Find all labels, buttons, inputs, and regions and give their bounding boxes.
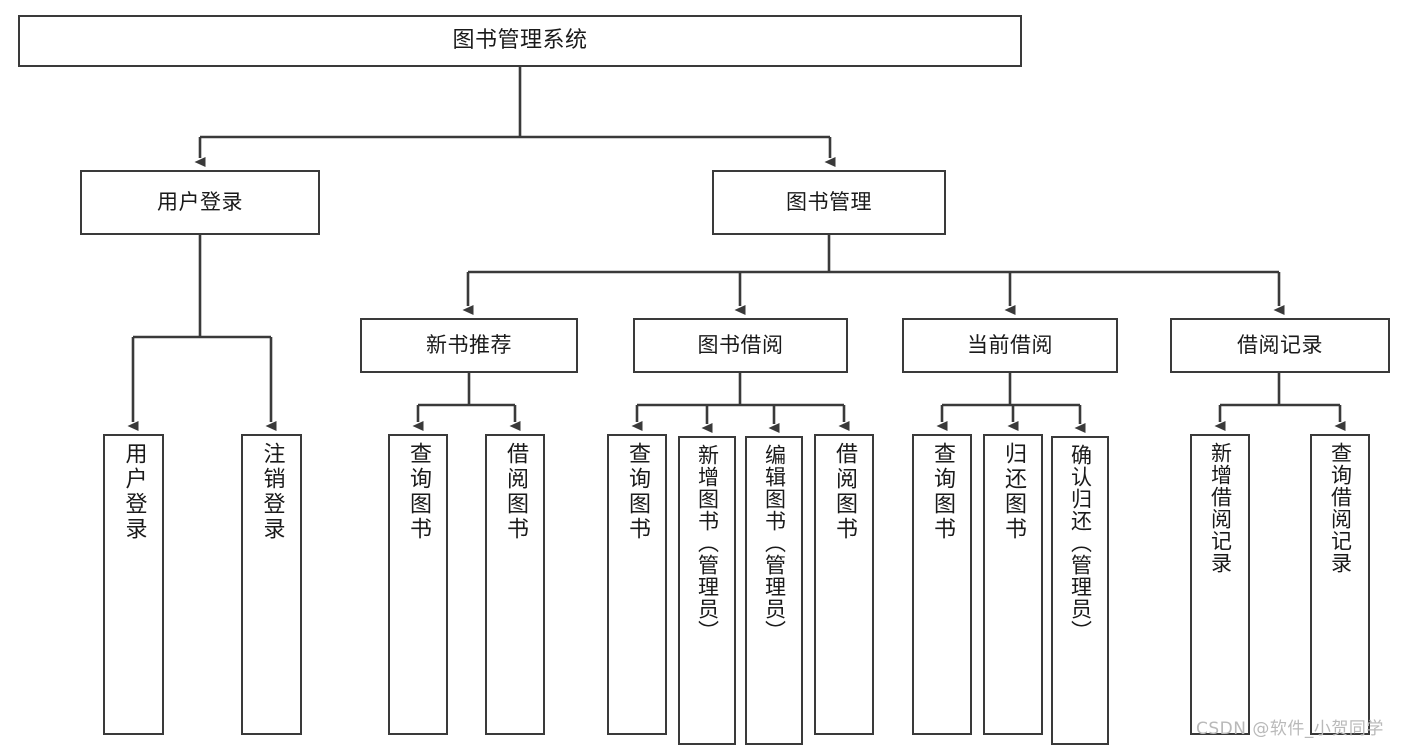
level2-node-借阅记录[interactable]: 借阅记录 (1170, 318, 1390, 373)
root-node-图书管理系统[interactable]: 图书管理系统 (18, 15, 1022, 67)
leaf-node-借阅图书[interactable]: 借阅图书 (485, 434, 545, 735)
leaf-node-新增图书管理员[interactable]: 新增图书（管理员） (678, 436, 736, 745)
leaf-node-新增借阅记录[interactable]: 新增借阅记录 (1190, 434, 1250, 735)
node-label: 新增借阅记录 (1208, 442, 1233, 574)
node-label: 编辑图书（管理员） (762, 444, 787, 642)
leaf-node-用户登录[interactable]: 用户登录 (103, 434, 164, 735)
leaf-node-查询借阅记录[interactable]: 查询借阅记录 (1310, 434, 1370, 735)
leaf-node-归还图书[interactable]: 归还图书 (983, 434, 1043, 735)
level2-node-当前借阅[interactable]: 当前借阅 (902, 318, 1118, 373)
node-label: 新增图书（管理员） (695, 444, 720, 642)
level2-node-新书推荐[interactable]: 新书推荐 (360, 318, 578, 373)
leaf-node-编辑图书管理员[interactable]: 编辑图书（管理员） (745, 436, 803, 745)
node-label: 查询图书 (930, 442, 955, 542)
node-label: 用户登录 (157, 190, 243, 215)
node-label: 查询图书 (625, 442, 650, 542)
node-label: 归还图书 (1001, 442, 1026, 542)
node-label: 图书借阅 (697, 333, 784, 358)
leaf-node-查询图书[interactable]: 查询图书 (912, 434, 972, 735)
level1-node-图书管理[interactable]: 图书管理 (712, 170, 946, 235)
csdn-watermark: CSDN @软件_小贺同学 (1196, 719, 1384, 739)
node-label: 当前借阅 (967, 333, 1053, 358)
leaf-node-查询图书[interactable]: 查询图书 (388, 434, 448, 735)
node-label: 图书管理 (786, 190, 872, 215)
leaf-node-查询图书[interactable]: 查询图书 (607, 434, 667, 735)
node-label: 借阅记录 (1237, 333, 1323, 358)
node-label: 注销登录 (259, 442, 285, 542)
node-label: 用户登录 (121, 442, 147, 542)
level1-node-用户登录[interactable]: 用户登录 (80, 170, 320, 235)
node-label: 借阅图书 (503, 442, 528, 542)
leaf-node-注销登录[interactable]: 注销登录 (241, 434, 302, 735)
node-label: 图书管理系统 (452, 28, 588, 54)
node-label: 确认归还（管理员） (1068, 444, 1093, 642)
node-label: 新书推荐 (426, 333, 512, 358)
leaf-node-确认归还管理员[interactable]: 确认归还（管理员） (1051, 436, 1109, 745)
node-label: 借阅图书 (832, 442, 857, 542)
node-label: 查询借阅记录 (1328, 442, 1353, 574)
level2-node-图书借阅[interactable]: 图书借阅 (633, 318, 848, 373)
leaf-node-借阅图书[interactable]: 借阅图书 (814, 434, 874, 735)
node-label: 查询图书 (406, 442, 431, 542)
